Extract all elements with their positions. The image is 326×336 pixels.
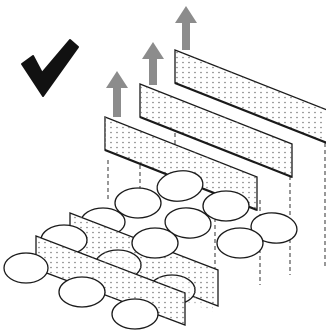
egg (216, 227, 264, 259)
egg-row (3, 252, 159, 330)
egg (3, 252, 49, 284)
egg (250, 212, 298, 244)
up-arrow-icon (142, 42, 164, 85)
up-arrow-icon (175, 6, 197, 50)
egg (156, 170, 204, 202)
raised-panel (104, 116, 258, 212)
egg (202, 190, 250, 222)
raised-panel (139, 83, 293, 179)
egg (131, 227, 179, 259)
egg-panel (95, 242, 213, 312)
checkmark-icon (21, 39, 79, 97)
raised-panel (174, 49, 326, 144)
egg (111, 298, 159, 330)
egg (164, 207, 212, 239)
up-arrow-icon (106, 71, 128, 117)
egg (58, 276, 106, 308)
egg (114, 187, 162, 219)
egg-row (114, 170, 298, 244)
